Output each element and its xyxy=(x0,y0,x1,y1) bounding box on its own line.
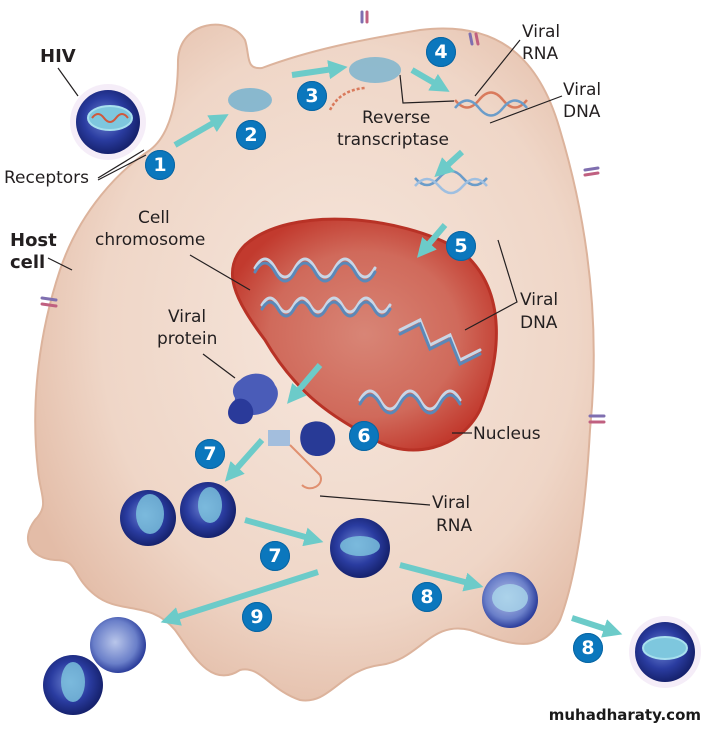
step-badge-5: 5 xyxy=(446,231,476,261)
label-reverse-transcriptase-line2: transcriptase xyxy=(337,130,449,150)
step-badge-8a: 8 xyxy=(412,582,442,612)
label-hiv: HIV xyxy=(40,46,76,67)
nucleus-shape xyxy=(230,217,498,452)
step-badge-7a: 7 xyxy=(195,439,225,469)
capsid-entering xyxy=(228,88,272,112)
label-viral-rna-bottom-line1: Viral xyxy=(432,493,471,513)
label-host-cell-line1: Host xyxy=(10,230,57,251)
label-viral-rna-top-line2: RNA xyxy=(522,44,559,64)
arrow-step-1-2 xyxy=(173,114,229,148)
label-nucleus: Nucleus xyxy=(473,424,541,444)
step-badge-8b: 8 xyxy=(573,633,603,663)
label-viral-dna-top-line2: DNA xyxy=(563,102,601,122)
process-arrows xyxy=(160,60,623,638)
step-badge-1: 1 xyxy=(145,150,175,180)
step-badge-4: 4 xyxy=(426,37,456,67)
arrow-to-nucleus xyxy=(417,223,448,258)
label-cell-chromosome-line1: Cell xyxy=(138,208,170,228)
hiv-virion xyxy=(70,84,146,160)
step-badge-2: 2 xyxy=(236,120,266,150)
label-viral-rna-top-line1: Viral xyxy=(522,22,561,42)
arrow-step-8b xyxy=(571,615,623,638)
capsid-uncoating xyxy=(349,57,401,83)
label-reverse-transcriptase-line1: Reverse xyxy=(362,108,431,128)
arrow-step-3-4 xyxy=(410,67,450,92)
label-viral-dna-mid-line2: DNA xyxy=(520,313,558,333)
label-cell-chromosome-line2: chromosome xyxy=(95,230,206,250)
leader-lines xyxy=(47,39,563,506)
arrow-step-7b xyxy=(244,517,324,547)
arrow-step-6 xyxy=(287,363,323,404)
label-viral-dna-mid-line1: Viral xyxy=(520,290,559,310)
membrane-receptors xyxy=(40,10,606,424)
step-badge-3: 3 xyxy=(297,81,327,111)
label-viral-protein-line2: protein xyxy=(157,329,218,349)
viral-rna-strand xyxy=(328,86,366,111)
arrow-step-8a xyxy=(399,562,484,592)
step-badge-7b: 7 xyxy=(260,541,290,571)
label-host-cell-line2: cell xyxy=(10,252,46,273)
arrow-step-2-3 xyxy=(291,60,348,80)
released-hiv-virion xyxy=(629,616,701,688)
assembled-virions xyxy=(43,482,538,715)
cell-chromosome xyxy=(253,257,482,415)
step-badge-6: 6 xyxy=(349,421,379,451)
step-badge-9: 9 xyxy=(242,602,272,632)
arrow-step-4-5 xyxy=(434,149,465,178)
label-viral-dna-top-line1: Viral xyxy=(563,80,602,100)
viral-protein-clusters xyxy=(228,373,336,490)
label-receptors: Receptors xyxy=(4,168,90,188)
label-viral-protein-line1: Viral xyxy=(168,307,207,327)
arrow-step-7a xyxy=(224,438,265,482)
watermark: muhadharaty.com xyxy=(548,706,701,724)
arrow-step-9 xyxy=(160,569,319,626)
label-viral-rna-bottom-line2: RNA xyxy=(436,516,473,536)
